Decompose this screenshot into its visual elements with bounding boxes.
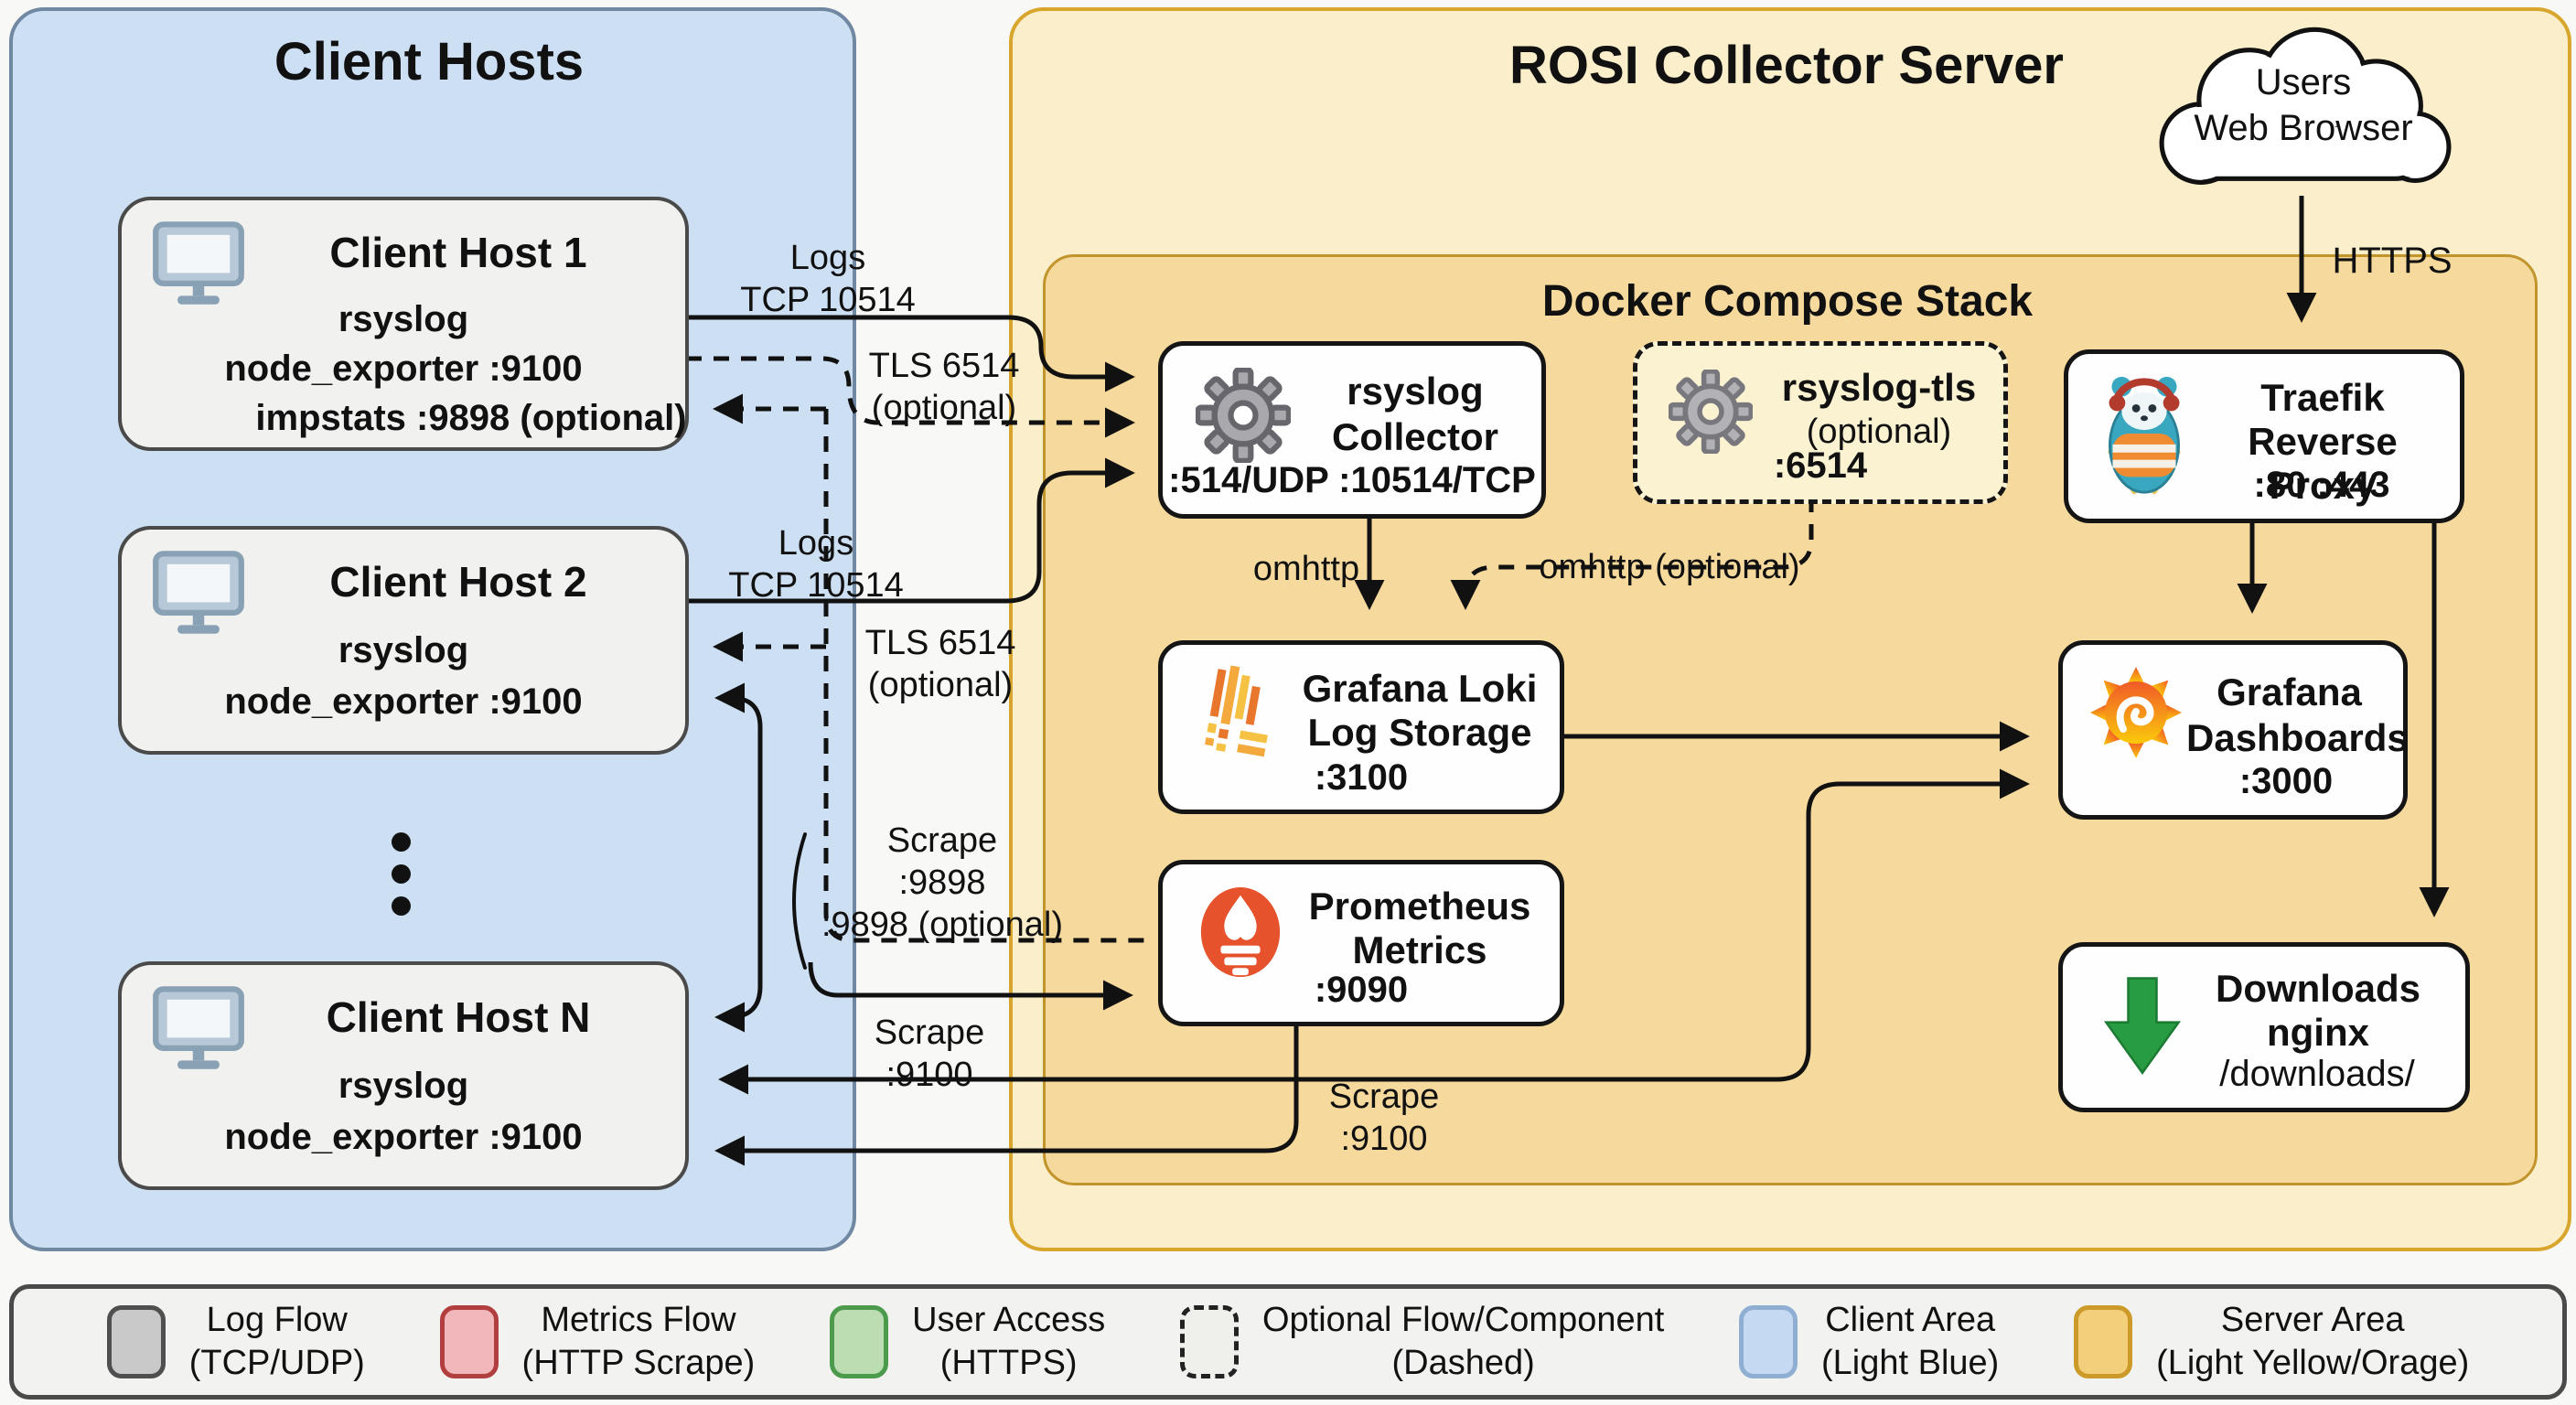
cloud-icon (2159, 27, 2452, 185)
host-service: impstats :9898 (optional) (255, 398, 687, 438)
monitor-icon (153, 551, 244, 634)
legend-swatch-user-access (830, 1305, 889, 1378)
client-host-1-box: Client Host 1 rsyslog node_exporter :910… (118, 197, 689, 451)
edge-label-omhttp: omhttp (1252, 550, 1360, 588)
host-title: Client Host N (326, 993, 591, 1041)
rsyslog-collector-box: rsyslog Collector :514/UDP :10514/TCP (1158, 341, 1546, 519)
component-title: Grafana Loki (1302, 667, 1538, 710)
edge-label-https: HTTPS (2332, 241, 2453, 281)
host-service: rsyslog (338, 630, 469, 670)
edge-label-scrape-9100-a: Scrape :9100 (874, 1014, 985, 1094)
legend-item-metrics-flow: Metrics Flow (HTTP Scrape) (439, 1299, 755, 1385)
hosts-ellipsis (392, 820, 411, 928)
grafana-loki-box: Grafana Loki Log Storage :3100 (1158, 640, 1564, 814)
component-ports: :3000 (2238, 761, 2334, 801)
docker-stack-title: Docker Compose Stack (1541, 277, 2034, 326)
component-title: rsyslog-tls (1781, 366, 1977, 409)
legend-swatch-log-flow (106, 1305, 166, 1378)
host-title: Client Host 2 (329, 558, 587, 606)
host-service: rsyslog (338, 299, 469, 339)
ellipsis-dot (392, 832, 411, 852)
component-subtitle: (optional) (1806, 413, 1952, 451)
monitor-icon (153, 986, 244, 1069)
legend-item-log-flow: Log Flow (TCP/UDP) (106, 1299, 365, 1385)
component-title: Reverse Proxy (2248, 420, 2398, 507)
edge-label-tls-2: TLS 6514 (optional) (864, 624, 1016, 704)
ellipsis-dot (392, 896, 411, 916)
users-web-browser-cloud: Users Web Browser (2131, 15, 2475, 210)
legend-item-optional: Optional Flow/Component (Dashed) (1179, 1299, 1664, 1385)
edge-label-logs-1: Logs TCP 10514 (740, 239, 916, 319)
download-arrow-icon (2103, 977, 2182, 1075)
component-title: Downloads (2215, 967, 2420, 1010)
legend-item-client-area: Client Area (Light Blue) (1739, 1299, 1999, 1385)
component-title: Dashboards (2186, 716, 2409, 759)
component-title: Log Storage (1307, 711, 1532, 754)
component-title: Grafana (2216, 670, 2362, 713)
component-title: nginx (2267, 1011, 2369, 1054)
component-ports: :80 :443 (2253, 465, 2390, 505)
edge-prometheus-hostn-and-grafana (718, 768, 2030, 1095)
host-service: node_exporter :9100 (224, 1117, 583, 1157)
legend-swatch-client-area (1739, 1305, 1798, 1378)
component-ports: :3100 (1314, 757, 1409, 798)
prometheus-icon (1200, 887, 1281, 978)
component-title: Prometheus (1308, 885, 1531, 928)
component-title: Traefik (2260, 376, 2385, 419)
component-ports: :514/UDP :10514/TCP (1168, 460, 1536, 500)
component-title: Metrics (1352, 928, 1487, 971)
edge-prometheus-scrape-hostn (714, 1019, 1299, 1166)
legend-swatch-server-area (2074, 1305, 2133, 1378)
loki-icon (1205, 665, 1268, 757)
legend-item-server-area: Server Area (Light Yellow/Orage) (2074, 1299, 2469, 1385)
cloud-label: Web Browser (2194, 108, 2413, 148)
prometheus-box: Prometheus Metrics :9090 (1158, 860, 1564, 1026)
edge-label-logs-2: Logs TCP 10514 (728, 524, 904, 605)
edge-host1-tls-to-collector (686, 356, 1135, 438)
monitor-icon (153, 221, 244, 305)
scrape-group-bracket (792, 832, 807, 970)
edge-label-scrape-9100-b: Scrape :9100 (1328, 1078, 1440, 1158)
legend-item-user-access: User Access (HTTPS) (830, 1299, 1105, 1385)
host-service: node_exporter :9100 (224, 349, 583, 389)
host-title: Client Host 1 (329, 229, 587, 276)
edge-label-scrape-9898: Scrape :9898 :9898 (optional) (821, 821, 1064, 944)
edge-tls-omhttp-optional-loki (1450, 497, 1814, 610)
legend-bar: Log Flow (TCP/UDP) Metrics Flow (HTTP Sc… (9, 1284, 2567, 1400)
component-title: Collector (1331, 415, 1499, 458)
downloads-nginx-box: Downloads nginx /downloads/ (2058, 942, 2470, 1112)
edge-scrape-branch-host2-hostn (714, 682, 763, 1033)
ellipsis-dot (392, 864, 411, 884)
edge-host2-logs-to-collector (688, 457, 1135, 604)
traefik-box: Traefik Reverse Proxy :80 :443 (2064, 349, 2464, 523)
traefik-gopher-icon (2108, 376, 2181, 495)
component-ports: :6514 (1773, 445, 1868, 486)
legend-swatch-metrics-flow (439, 1305, 499, 1378)
gear-icon (1669, 370, 1753, 454)
edge-label-omhttp-optional: omhttp (optional) (1539, 548, 1800, 586)
rsyslog-tls-box: rsyslog-tls (optional) :6514 (1633, 341, 2008, 504)
client-host-2-box: Client Host 2 rsyslog node_exporter :910… (118, 526, 689, 755)
legend-swatch-optional (1179, 1305, 1239, 1378)
client-host-n-box: Client Host N rsyslog node_exporter :910… (118, 961, 689, 1190)
server-area-title: ROSI Collector Server (1509, 36, 2064, 95)
component-title: rsyslog (1347, 370, 1484, 413)
host-service: rsyslog (338, 1066, 469, 1106)
grafana-dashboards-box: Grafana Dashboards :3000 (2058, 640, 2409, 820)
grafana-icon (2090, 667, 2182, 758)
gear-icon (1196, 368, 1291, 463)
edge-label-tls-1: TLS 6514 (optional) (868, 347, 1020, 427)
edge-host1-logs-to-collector (688, 315, 1135, 392)
cloud-label: Users (2255, 62, 2352, 102)
host-service: node_exporter :9100 (224, 681, 583, 722)
component-ports: :9090 (1314, 970, 1409, 1010)
edge-scrape-to-prometheus (808, 961, 1133, 1011)
client-area-title: Client Hosts (274, 32, 585, 91)
component-path: /downloads/ (2219, 1054, 2415, 1094)
